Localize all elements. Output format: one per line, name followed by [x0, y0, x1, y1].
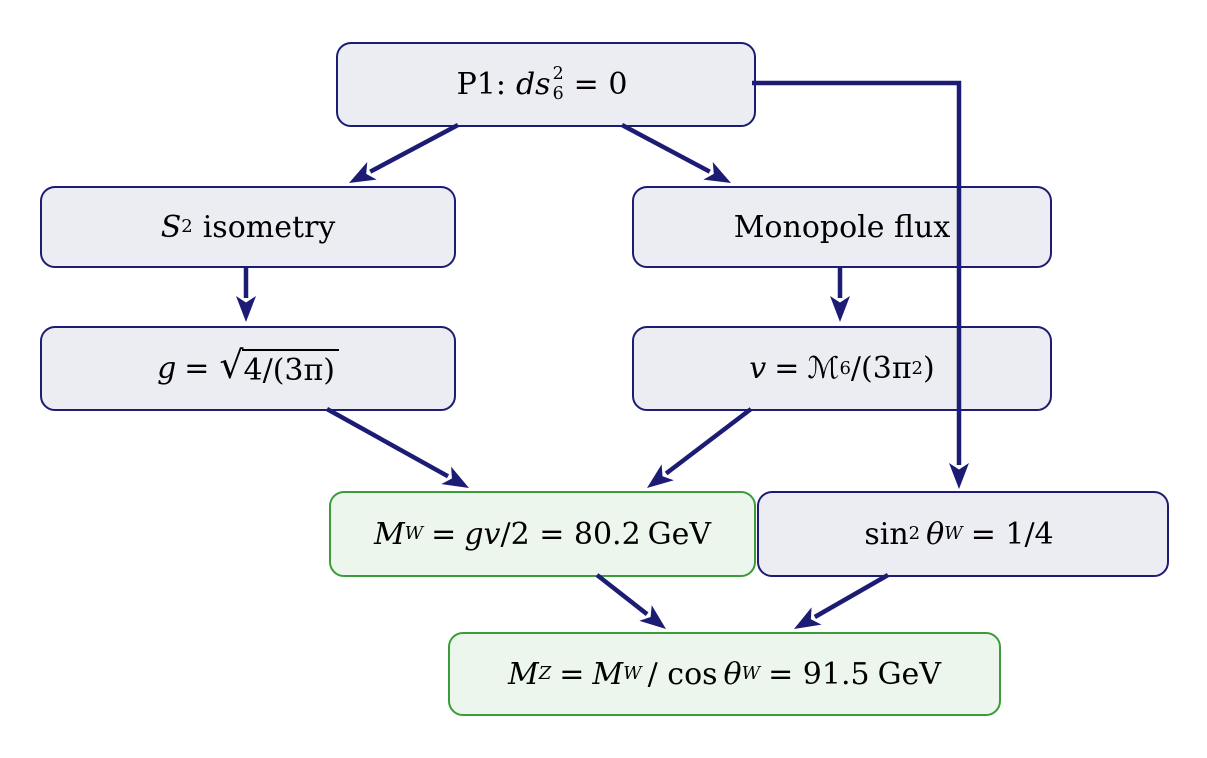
s2-label: isometry	[202, 209, 336, 245]
mz-sym2: M	[592, 656, 624, 692]
g-sqrt: √4/(3π)	[219, 343, 339, 388]
sin-fn: sin	[864, 516, 909, 552]
node-g-coupling: g= √4/(3π)	[40, 326, 456, 411]
edge-p1-s2-isometry	[349, 123, 460, 183]
mw-tail: /2 = 80.2	[500, 516, 641, 552]
mw-sym: M	[373, 516, 405, 552]
radical-sign: √	[219, 343, 244, 387]
script-m: ℳ	[807, 351, 840, 386]
v-eq: =	[774, 351, 800, 386]
v-mid: /(3π	[850, 351, 912, 386]
p1-var: ds	[515, 67, 551, 102]
mz-mid: / cos	[647, 656, 718, 692]
edge-v-wmass	[646, 407, 753, 489]
g-lhs: g	[157, 351, 177, 386]
mz-eq: =	[559, 656, 585, 692]
mw-expr: gv	[464, 516, 501, 552]
p1-prefix: P1:	[456, 67, 506, 102]
v-lhs: v	[749, 351, 767, 386]
s2-var: S	[160, 209, 182, 245]
edge-weinberg-zmass	[793, 573, 890, 629]
edge-g-wmass	[325, 407, 469, 488]
mw-unit: GeV	[647, 516, 712, 552]
p1-sup: 2	[552, 64, 564, 85]
node-monopole-flux: Monopole flux	[632, 186, 1052, 268]
g-eq: =	[184, 351, 210, 386]
mz-unit: GeV	[877, 656, 941, 692]
mw-eq: =	[431, 516, 457, 552]
mz-tail: = 91.5	[768, 656, 870, 692]
p1-tail: = 0	[573, 67, 628, 102]
p1-sub: 6	[552, 83, 564, 104]
g-radicand: 4/(3π)	[241, 349, 339, 388]
sin-tail: = 1/4	[970, 516, 1054, 552]
monopole-label: Monopole flux	[733, 209, 951, 245]
mz-sym: M	[508, 656, 539, 692]
edge-p1-monopole-flux	[620, 123, 731, 183]
v-close: )	[923, 351, 935, 386]
sin-angle: θ	[926, 516, 945, 552]
mz-angle: θ	[723, 656, 742, 692]
edge-wmass-zmass	[595, 573, 667, 629]
